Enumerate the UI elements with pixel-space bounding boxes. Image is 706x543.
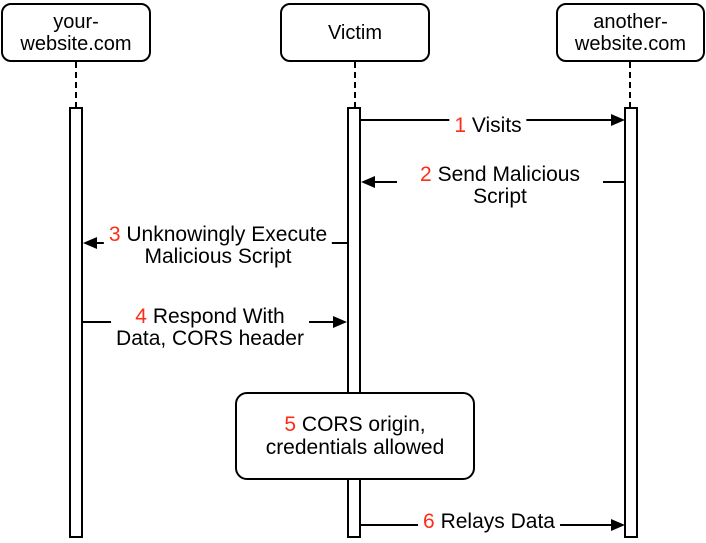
activation-bar-another-website (624, 107, 638, 538)
message-2-label: 2 Send Malicious Script (397, 164, 603, 208)
message-1-number: 1 (454, 114, 467, 137)
message-3-number: 3 (108, 223, 121, 246)
lifeline-your-website (75, 62, 77, 108)
actor-box-your-website: your- website.com (1, 3, 151, 62)
lifeline-another-website (629, 62, 631, 108)
message-5-number: 5 (284, 413, 297, 436)
message-1-arrowhead (611, 114, 625, 126)
message-6-label: 6 Relays Data (418, 511, 560, 533)
message-4-number: 4 (135, 305, 147, 328)
message-5-text: CORS origin, credentials allowed (265, 413, 445, 459)
message-4-text: Respond With Data, CORS header (116, 305, 304, 350)
message-2-number: 2 (420, 163, 432, 186)
message-1-text: Visits (471, 114, 522, 137)
message-2-text: Send Malicious Script (437, 163, 580, 208)
activation-bar-your-website (69, 107, 83, 538)
message-2-arrowhead (361, 176, 375, 188)
actor-label-another-website: another- website.com (574, 10, 687, 55)
message-6-text: Relays Data (440, 510, 555, 533)
message-1-label: 1 Visits (449, 114, 527, 137)
actor-box-another-website: another- website.com (556, 3, 705, 62)
message-6-number: 6 (423, 510, 435, 533)
actor-label-your-website: your- website.com (20, 10, 132, 55)
message-4-label: 4 Respond With Data, CORS header (111, 306, 309, 350)
note-label: 5 CORS origin, credentials allowed (266, 413, 445, 459)
message-6-arrowhead (611, 519, 625, 531)
message-3-arrowhead (83, 237, 97, 249)
note-box-cors: 5 CORS origin, credentials allowed (235, 392, 475, 480)
message-4-arrowhead (333, 316, 347, 328)
message-3-text: Unknowingly Execute Malicious Script (126, 223, 328, 268)
actor-box-victim: Victim (280, 3, 430, 62)
message-3-label: 3 Unknowingly Execute Malicious Script (103, 223, 333, 268)
actor-label-victim: Victim (327, 21, 383, 44)
lifeline-victim (354, 62, 356, 108)
